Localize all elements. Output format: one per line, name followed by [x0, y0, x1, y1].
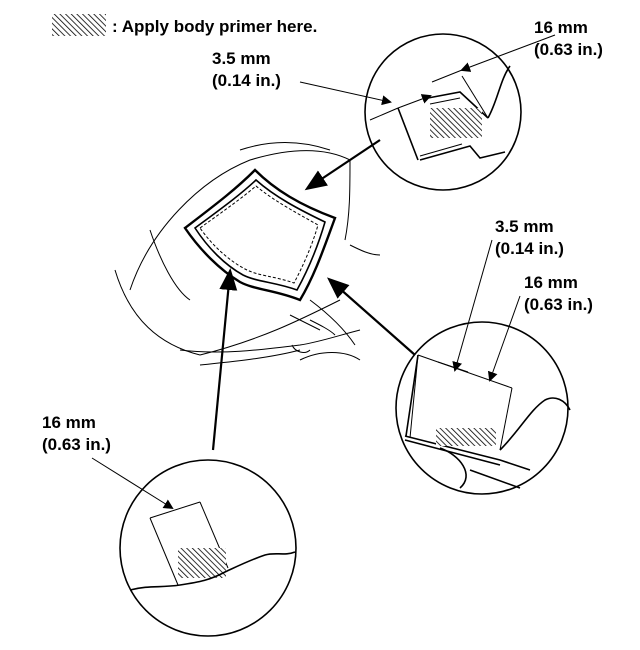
callout-right-primer-in: (0.63 in.) [524, 295, 593, 314]
leader-top-inner [299, 81, 392, 106]
callout-right-inner-in: (0.14 in.) [495, 239, 564, 258]
car-body-illustration [114, 142, 381, 366]
arrow-right-to-windshield [327, 277, 416, 356]
primer-area-right [436, 428, 496, 446]
leader-bottom-primer [91, 457, 174, 510]
callout-top-inner-in: (0.14 in.) [212, 71, 281, 90]
leader-right-inner [452, 239, 493, 372]
detail-circle-top [364, 33, 556, 191]
legend: : Apply body primer here. [52, 14, 317, 36]
callout-right-primer-mm: 16 mm [524, 273, 578, 292]
callout-top-primer-in: (0.63 in.) [534, 40, 603, 59]
detail-circle-right [395, 321, 571, 495]
callout-top-inner-mm: 3.5 mm [212, 49, 271, 68]
primer-area-bottom [178, 548, 226, 578]
callout-top-primer-mm: 16 mm [534, 18, 588, 37]
callout-right-inner-mm: 3.5 mm [495, 217, 554, 236]
detail-circle-bottom [119, 459, 297, 637]
arrow-top-to-windshield [304, 139, 381, 191]
callout-bottom-primer-mm: 16 mm [42, 413, 96, 432]
arrow-bottom-to-windshield [211, 268, 238, 451]
hatched-swatch-icon [52, 14, 106, 36]
primer-area-top [430, 108, 482, 138]
legend-text: : Apply body primer here. [112, 17, 317, 36]
callout-bottom-primer-in: (0.63 in.) [42, 435, 111, 454]
leader-right-primer [487, 295, 521, 382]
